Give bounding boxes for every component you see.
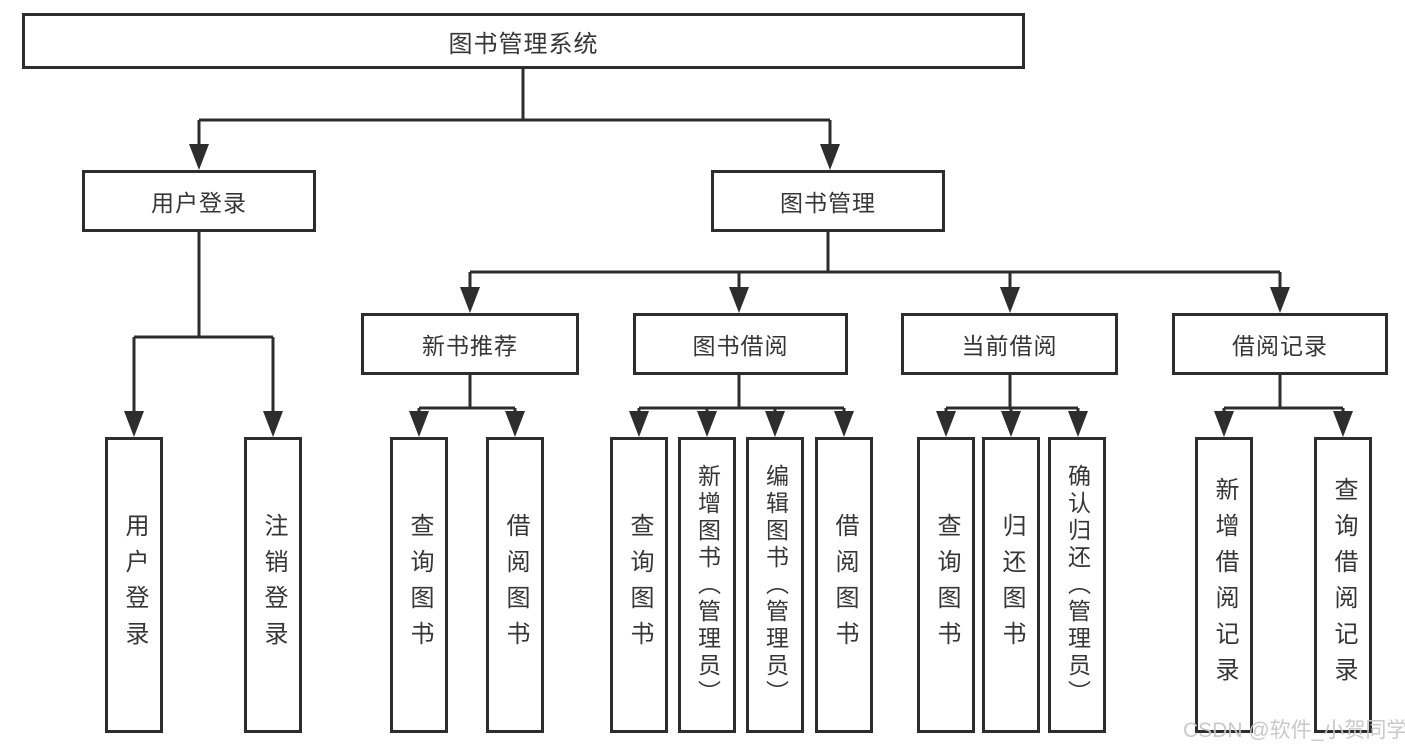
leaf-borrow-books-borrowing-label: 借阅图书 — [831, 513, 858, 657]
leaf-return-books-label: 归还图书 — [998, 513, 1025, 657]
leaf-add-books-admin: 新增图书（管理员） — [678, 437, 736, 733]
watermark: CSDN @软件_小贺同学 — [1183, 719, 1405, 742]
leaf-edit-books-admin-label: 编辑图书（管理员） — [762, 463, 789, 707]
leaf-query-books-current-label: 查询图书 — [933, 513, 960, 657]
leaf-confirm-return-admin: 确认归还（管理员） — [1048, 437, 1106, 733]
leaf-edit-books-admin: 编辑图书（管理员） — [746, 437, 804, 733]
leaf-user-login: 用户登录 — [105, 437, 163, 733]
leaf-query-books-recommend-label: 查询图书 — [406, 513, 433, 657]
node-borrowing-records-label: 借阅记录 — [1232, 333, 1328, 359]
node-book-management-label: 图书管理 — [780, 190, 876, 216]
node-user-login: 用户登录 — [82, 170, 316, 232]
node-new-book-recommend-label: 新书推荐 — [422, 333, 518, 359]
leaf-return-books: 归还图书 — [982, 437, 1040, 733]
leaf-borrow-books-recommend: 借阅图书 — [486, 437, 544, 733]
node-book-borrowing-label: 图书借阅 — [692, 333, 789, 359]
node-library-system: 图书管理系统 — [22, 13, 1025, 69]
leaf-logout-login-label: 注销登录 — [260, 513, 287, 657]
leaf-user-login-label: 用户登录 — [121, 513, 148, 657]
leaf-query-books-borrowing-label: 查询图书 — [626, 513, 653, 657]
leaf-query-books-borrowing: 查询图书 — [610, 437, 668, 733]
leaf-query-books-current: 查询图书 — [917, 437, 975, 733]
leaf-add-books-admin-label: 新增图书（管理员） — [694, 463, 721, 707]
leaf-query-books-recommend: 查询图书 — [390, 437, 448, 733]
leaf-logout-login: 注销登录 — [244, 437, 302, 733]
node-book-borrowing: 图书借阅 — [633, 313, 848, 375]
node-user-login-label: 用户登录 — [151, 190, 247, 216]
arrowheads — [124, 144, 1353, 437]
node-library-system-label: 图书管理系统 — [448, 30, 599, 58]
node-book-management: 图书管理 — [711, 170, 945, 232]
leaf-borrow-books-borrowing: 借阅图书 — [815, 437, 873, 733]
leaf-query-borrow-record: 查询借阅记录 — [1314, 437, 1372, 733]
node-new-book-recommend: 新书推荐 — [361, 313, 579, 375]
leaf-borrow-books-recommend-label: 借阅图书 — [502, 513, 529, 657]
leaf-query-borrow-record-label: 查询借阅记录 — [1330, 477, 1357, 693]
leaf-add-borrow-record: 新增借阅记录 — [1195, 437, 1253, 733]
node-current-borrowing-label: 当前借阅 — [961, 333, 1058, 359]
node-borrowing-records: 借阅记录 — [1172, 313, 1388, 375]
leaf-add-borrow-record-label: 新增借阅记录 — [1211, 477, 1238, 693]
leaf-confirm-return-admin-label: 确认归还（管理员） — [1064, 463, 1091, 707]
node-current-borrowing: 当前借阅 — [901, 313, 1118, 375]
